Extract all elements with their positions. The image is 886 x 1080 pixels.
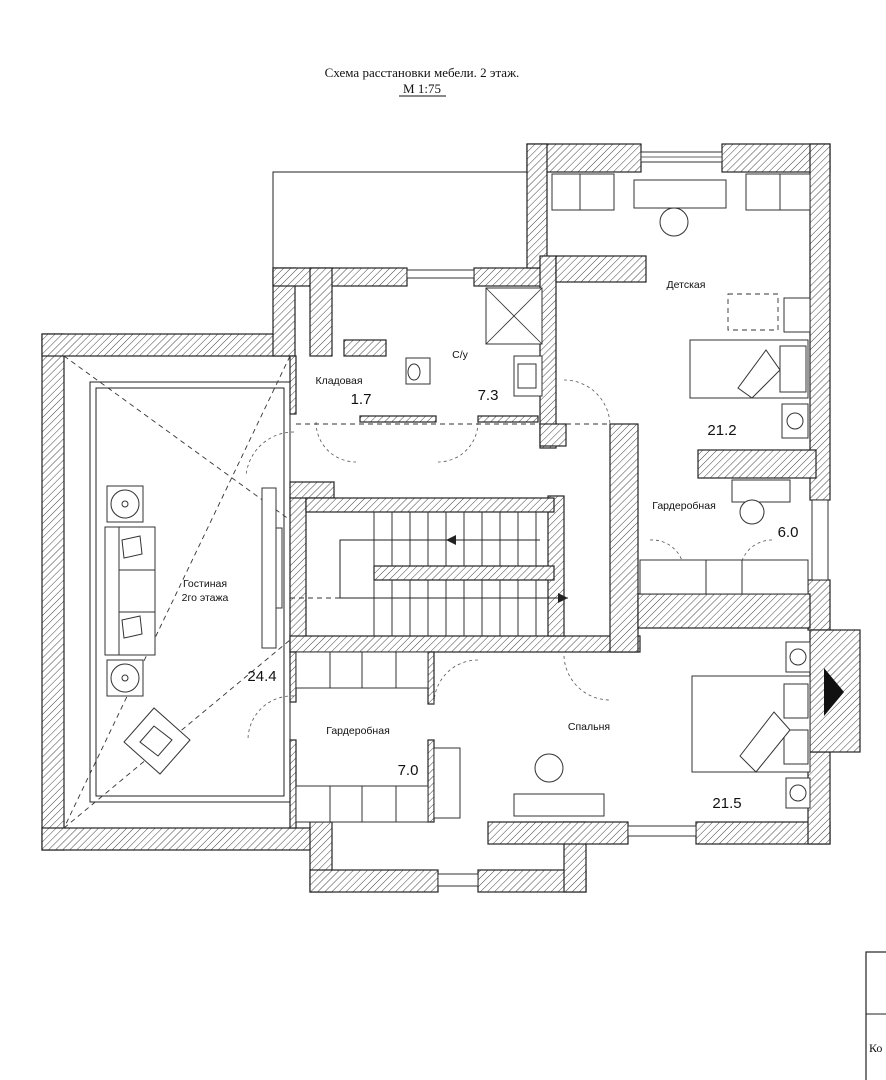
exterior-walls	[41, 143, 861, 893]
plan-scale: М 1:75	[403, 81, 441, 96]
living-label-1: Гостиная	[183, 578, 227, 590]
storage-label: Кладовая	[315, 375, 362, 387]
bathroom: С/у 7.3	[405, 287, 543, 404]
wardrobe-right-area: 6.0	[778, 524, 799, 541]
bedroom: Спальня 21.5	[513, 641, 844, 817]
bedroom-label: Спальня	[568, 721, 610, 733]
plan-title: Схема расстановки мебели. 2 этаж.	[325, 65, 520, 80]
storage-room: Кладовая 1.7	[315, 375, 371, 408]
storage-area: 1.7	[351, 391, 372, 408]
title-block: Ко	[865, 951, 886, 1080]
wardrobe-left: Гардеробная 7.0	[295, 651, 461, 823]
terrace-outline	[272, 171, 528, 268]
kids-area: 21.2	[707, 422, 736, 439]
living-label-2: 2го этажа	[182, 592, 229, 604]
living-room: Гостиная 2го этажа 24.4	[63, 355, 291, 829]
title-block-text: Ко	[869, 1041, 882, 1055]
bathroom-label: С/у	[452, 349, 469, 361]
windows	[406, 151, 829, 887]
bathroom-area: 7.3	[478, 387, 499, 404]
staircase	[290, 512, 568, 636]
wardrobe-right-label: Гардеробная	[652, 500, 716, 512]
living-area: 24.4	[247, 668, 276, 685]
wardrobe-right: Гардеробная 6.0	[639, 479, 809, 595]
stair-treads-upper	[373, 512, 537, 566]
stair-treads-lower	[373, 580, 537, 636]
kids-room: Детская 21.2	[551, 173, 811, 439]
wardrobe-left-label: Гардеробная	[326, 725, 390, 737]
kids-label: Детская	[667, 279, 706, 291]
bedroom-area: 21.5	[712, 795, 741, 812]
fireplace-icon	[824, 668, 844, 716]
wardrobe-left-area: 7.0	[398, 762, 419, 779]
interior-walls	[289, 339, 811, 829]
